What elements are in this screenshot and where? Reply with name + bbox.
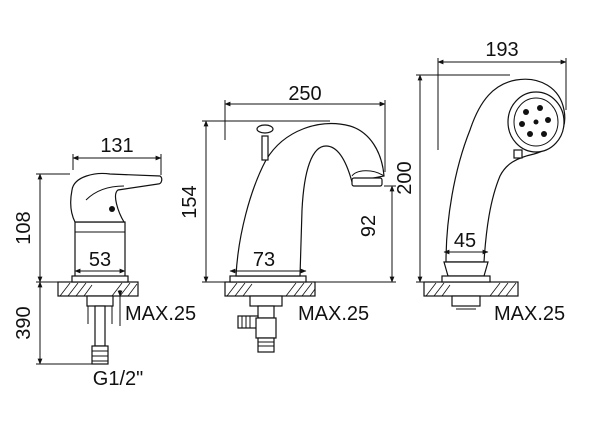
lever-handle xyxy=(70,172,163,223)
max-deck-middle: MAX.25 xyxy=(298,303,369,325)
deck-left xyxy=(57,281,139,297)
lever-base-ring xyxy=(71,275,129,283)
dim-shower-width: 193 xyxy=(485,39,518,61)
dim-spout-height: 154 xyxy=(179,185,201,218)
max-deck-right: MAX.25 xyxy=(494,303,565,325)
dim-spout-base: 73 xyxy=(253,249,275,271)
dim-lever-height: 108 xyxy=(13,211,35,244)
spout-body xyxy=(235,123,385,277)
dim-below-deck: 390 xyxy=(13,306,35,339)
thread-size: G1/2" xyxy=(93,368,143,390)
spout: 250 154 92 73 MAX.25 xyxy=(179,83,396,353)
lever-mixer: 131 108 53 390 MAX.25 G1/2" xyxy=(13,135,196,390)
dim-lever-width: 131 xyxy=(100,135,133,157)
dim-lever-base: 53 xyxy=(89,249,111,271)
deck-right xyxy=(423,281,519,297)
deck-middle xyxy=(224,281,316,297)
max-deck-left: MAX.25 xyxy=(125,303,196,325)
dim-spout-width: 250 xyxy=(288,83,321,105)
hand-shower: 193 200 45 MAX.25 xyxy=(394,39,567,325)
dim-spout-outlet: 92 xyxy=(358,215,380,237)
dim-shower-height: 200 xyxy=(394,161,416,194)
dim-shower-base: 45 xyxy=(454,230,476,252)
